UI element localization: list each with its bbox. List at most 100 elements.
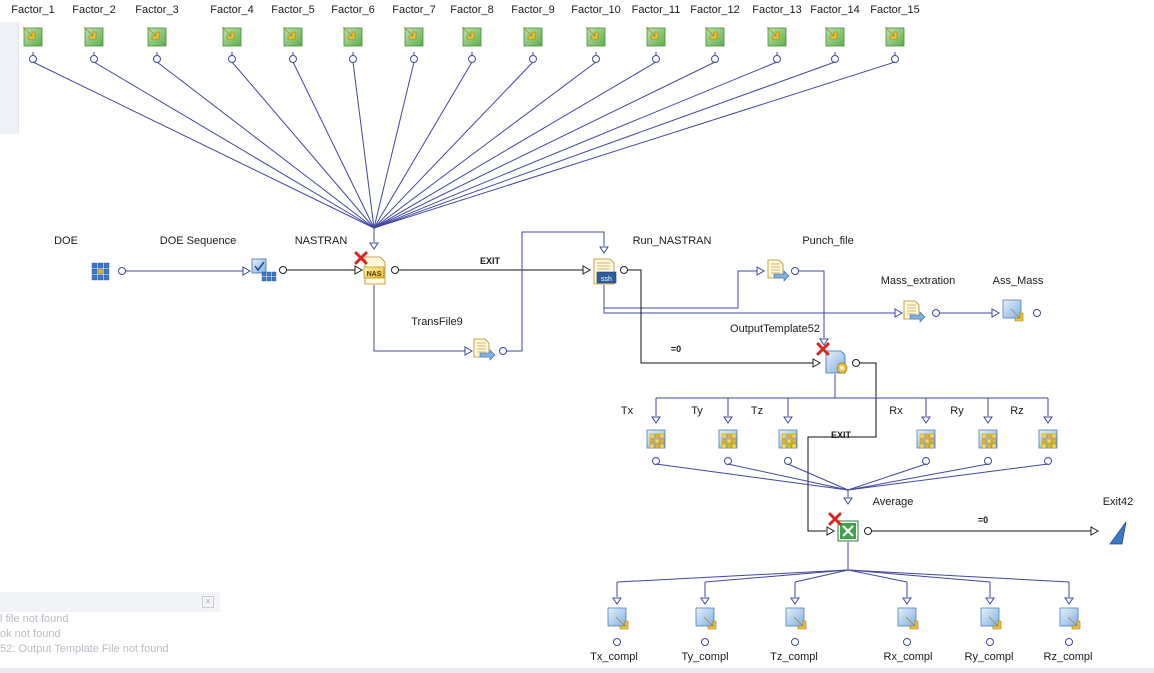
- port[interactable]: [468, 55, 476, 63]
- input-port[interactable]: [812, 358, 822, 368]
- port[interactable]: [90, 55, 98, 63]
- input-port[interactable]: [819, 338, 829, 346]
- port[interactable]: [652, 55, 660, 63]
- input-port[interactable]: [991, 308, 1001, 318]
- input-port[interactable]: [902, 597, 912, 605]
- port[interactable]: [613, 638, 621, 646]
- input-port[interactable]: [464, 346, 474, 356]
- close-icon[interactable]: ✕: [202, 596, 214, 608]
- port[interactable]: [903, 638, 911, 646]
- port[interactable]: [279, 266, 287, 274]
- port[interactable]: [711, 55, 719, 63]
- port[interactable]: [1065, 638, 1073, 646]
- input-port[interactable]: [723, 416, 733, 424]
- input-port[interactable]: [651, 416, 661, 424]
- port[interactable]: [391, 266, 399, 274]
- run-nastran-node[interactable]: ssh: [593, 258, 617, 285]
- input-port[interactable]: [354, 265, 364, 275]
- input-port[interactable]: [756, 266, 766, 276]
- mass-extraction-node[interactable]: [903, 300, 926, 323]
- input-port[interactable]: [826, 526, 836, 536]
- input-port[interactable]: [700, 597, 710, 605]
- scrollbar-horizontal[interactable]: [0, 668, 1154, 673]
- port[interactable]: [986, 638, 994, 646]
- port[interactable]: [831, 55, 839, 63]
- factor-node[interactable]: [22, 26, 43, 47]
- completion-node[interactable]: [695, 607, 717, 630]
- calc-node[interactable]: [778, 429, 798, 449]
- port[interactable]: [864, 527, 872, 535]
- port[interactable]: [922, 457, 930, 465]
- factor-node[interactable]: [146, 26, 167, 47]
- input-port[interactable]: [369, 242, 379, 250]
- port[interactable]: [652, 457, 660, 465]
- input-port[interactable]: [612, 597, 622, 605]
- completion-node[interactable]: [607, 607, 629, 630]
- doe-node[interactable]: [91, 262, 110, 281]
- port[interactable]: [228, 55, 236, 63]
- exit-node[interactable]: [1109, 521, 1127, 545]
- factor-node[interactable]: [645, 26, 666, 47]
- input-port[interactable]: [783, 416, 793, 424]
- port[interactable]: [984, 457, 992, 465]
- port[interactable]: [620, 266, 628, 274]
- completion-node[interactable]: [897, 607, 919, 630]
- factor-node[interactable]: [221, 26, 242, 47]
- input-port[interactable]: [790, 597, 800, 605]
- port[interactable]: [29, 55, 37, 63]
- punch-file-node[interactable]: [767, 259, 790, 282]
- factor-node[interactable]: [585, 26, 606, 47]
- calc-node[interactable]: [718, 429, 738, 449]
- input-port[interactable]: [582, 265, 592, 275]
- transfile-node[interactable]: [473, 338, 496, 361]
- port[interactable]: [410, 55, 418, 63]
- port[interactable]: [724, 457, 732, 465]
- input-port[interactable]: [921, 416, 931, 424]
- factor-node[interactable]: [766, 26, 787, 47]
- port[interactable]: [791, 267, 799, 275]
- factor-node[interactable]: [403, 26, 424, 47]
- port[interactable]: [289, 55, 297, 63]
- average-node[interactable]: [837, 520, 859, 542]
- port[interactable]: [891, 55, 899, 63]
- ass-mass-node[interactable]: [1002, 299, 1024, 322]
- port[interactable]: [153, 55, 161, 63]
- port[interactable]: [1033, 309, 1041, 317]
- input-port[interactable]: [1043, 416, 1053, 424]
- port[interactable]: [349, 55, 357, 63]
- input-port[interactable]: [1090, 526, 1100, 536]
- port[interactable]: [118, 267, 126, 275]
- calc-node[interactable]: [646, 429, 666, 449]
- calc-node[interactable]: [978, 429, 998, 449]
- calc-node[interactable]: [1038, 429, 1058, 449]
- port[interactable]: [529, 55, 537, 63]
- output-template-node[interactable]: [825, 350, 848, 374]
- port[interactable]: [1044, 457, 1052, 465]
- calc-node[interactable]: [916, 429, 936, 449]
- input-port[interactable]: [599, 246, 609, 254]
- input-port[interactable]: [1064, 597, 1074, 605]
- port[interactable]: [791, 638, 799, 646]
- completion-node[interactable]: [1059, 607, 1081, 630]
- port[interactable]: [701, 638, 709, 646]
- input-port[interactable]: [985, 597, 995, 605]
- doe-sequence-node[interactable]: [251, 258, 277, 282]
- port[interactable]: [499, 347, 507, 355]
- input-port[interactable]: [894, 308, 904, 318]
- completion-node[interactable]: [785, 607, 807, 630]
- input-port[interactable]: [843, 497, 853, 505]
- factor-node[interactable]: [282, 26, 303, 47]
- port[interactable]: [773, 55, 781, 63]
- nastran-node[interactable]: NAS: [363, 256, 386, 285]
- port[interactable]: [784, 457, 792, 465]
- factor-node[interactable]: [824, 26, 845, 47]
- factor-node[interactable]: [83, 26, 104, 47]
- factor-node[interactable]: [522, 26, 543, 47]
- port[interactable]: [592, 55, 600, 63]
- input-port[interactable]: [983, 416, 993, 424]
- input-port[interactable]: [242, 266, 252, 276]
- factor-node[interactable]: [704, 26, 725, 47]
- completion-node[interactable]: [980, 607, 1002, 630]
- factor-node[interactable]: [342, 26, 363, 47]
- port[interactable]: [852, 359, 860, 367]
